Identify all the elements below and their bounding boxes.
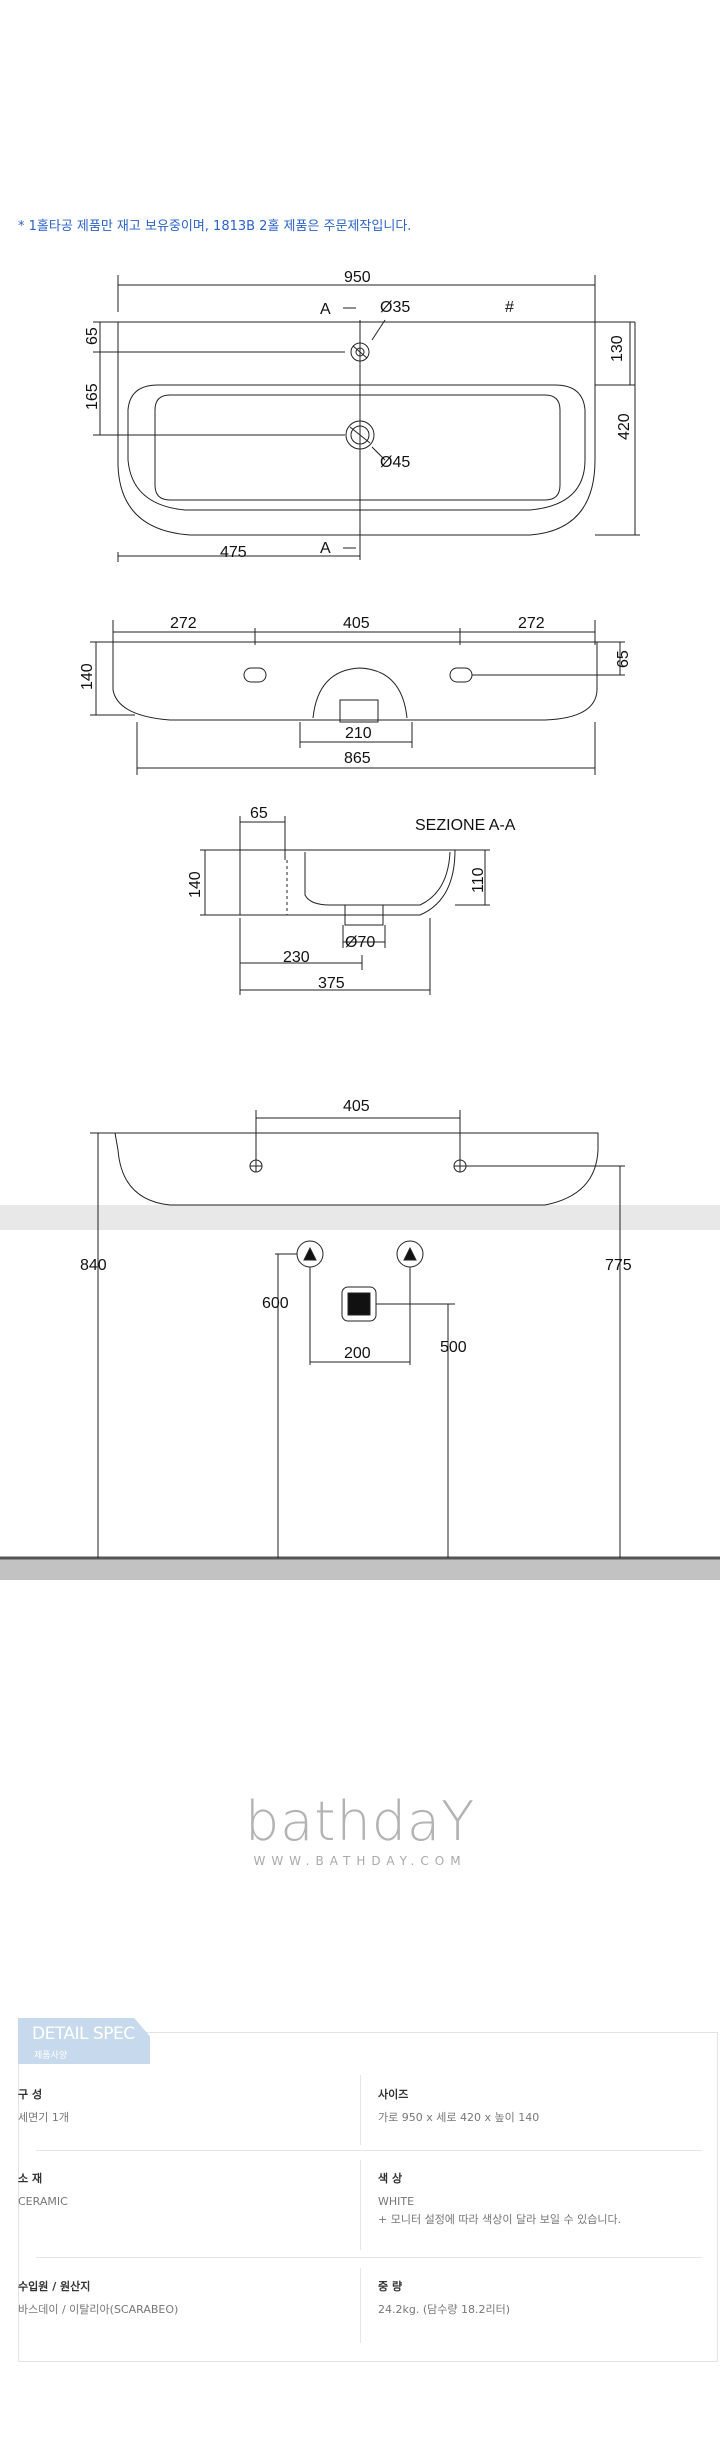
spec-value: 세면기 1개 [18,2111,69,2124]
spec-tab: DETAIL SPEC 제품사양 [18,2018,150,2064]
spec-col-divider [360,2160,361,2250]
spec-composition: 구 성 세면기 1개 [18,2086,69,2127]
top-view-drawing [93,275,640,562]
spec-size: 사이즈 가로 950 x 세로 420 x 높이 140 [378,2086,539,2127]
spec-label: 색 상 [378,2172,403,2185]
dim-top-420: 420 [616,413,633,440]
stock-notice: * 1홀타공 제품만 재고 보유중이며, 1813B 2홀 제품은 주문제작입니… [18,219,412,234]
spec-weight: 중 량 24.2kg. (담수량 18.2리터) [378,2278,510,2319]
dim-section-110: 110 [470,867,487,893]
installation-view-drawing [0,1110,720,1580]
dim-section-65: 65 [250,805,268,822]
dim-section-140: 140 [187,871,204,898]
section-mark-a-top: A [320,301,331,318]
spec-subtitle: 제품사양 [34,2051,68,2061]
dim-top-950: 950 [344,269,371,286]
section-view-drawing [200,816,490,995]
spec-label: 사이즈 [378,2088,409,2101]
spec-importer-origin: 수입원 / 원산지 바스데이 / 이탈리아(SCARABEO) [18,2278,178,2319]
dim-front-405: 405 [343,615,370,632]
spec-box [18,2032,718,2362]
dim-top-165: 165 [84,383,101,410]
spec-value: CERAMIC [18,2195,68,2208]
spec-label: 수입원 / 원산지 [18,2280,91,2293]
spec-color: 색 상 WHITE + 모니터 설정에 따라 색상이 달라 보일 수 있습니다. [378,2170,621,2229]
spec-title: DETAIL SPEC [32,2024,135,2044]
brand-logo: bathdaY [244,1790,476,1853]
dim-top-65: 65 [84,327,101,345]
dim-install-200: 200 [344,1345,371,1362]
spec-label: 중 량 [378,2280,403,2293]
dim-install-405: 405 [343,1098,370,1115]
technical-drawing: 950 Ø35 # A A 65 165 130 420 Ø45 475 [0,269,720,1580]
dim-top-tap-hole: Ø35 [380,299,410,316]
dim-top-475: 475 [220,544,247,561]
dim-top-drain: Ø45 [380,454,410,471]
dim-section-230: 230 [283,949,310,966]
spec-material: 소 재 CERAMIC [18,2170,68,2211]
spec-col-divider [360,2075,361,2145]
dim-top-130: 130 [609,335,626,362]
dim-front-140: 140 [79,663,96,690]
dim-section-drain: Ø70 [345,934,375,951]
spec-row-divider [36,2257,702,2258]
spec-label: 소 재 [18,2172,43,2185]
spec-color-note: + 모니터 설정에 따라 색상이 달라 보일 수 있습니다. [378,2213,622,2226]
dim-install-775: 775 [605,1257,632,1274]
dim-front-272-right: 272 [518,615,545,632]
spec-value: 24.2kg. (담수량 18.2리터) [378,2303,511,2316]
spec-value: 가로 950 x 세로 420 x 높이 140 [378,2111,540,2124]
brand-url: WWW.BATHDAY.COM [253,1854,467,1868]
spec-row-divider [36,2150,702,2151]
dim-front-210: 210 [345,725,372,742]
spec-value: WHITE [378,2195,415,2208]
dim-top-hash: # [505,299,514,316]
dim-front-272-left: 272 [170,615,197,632]
section-title: SEZIONE A-A [415,817,516,834]
dim-front-865: 865 [344,750,371,767]
spec-col-divider [360,2268,361,2343]
dim-section-375: 375 [318,975,345,992]
dim-install-600: 600 [262,1295,289,1312]
section-mark-a-bottom: A [320,540,331,557]
dim-install-500: 500 [440,1339,467,1356]
dim-install-840: 840 [80,1257,107,1274]
spec-label: 구 성 [18,2088,43,2101]
dim-front-65: 65 [615,650,632,668]
spec-value: 바스데이 / 이탈리아(SCARABEO) [18,2303,179,2316]
front-view-drawing [90,620,625,775]
